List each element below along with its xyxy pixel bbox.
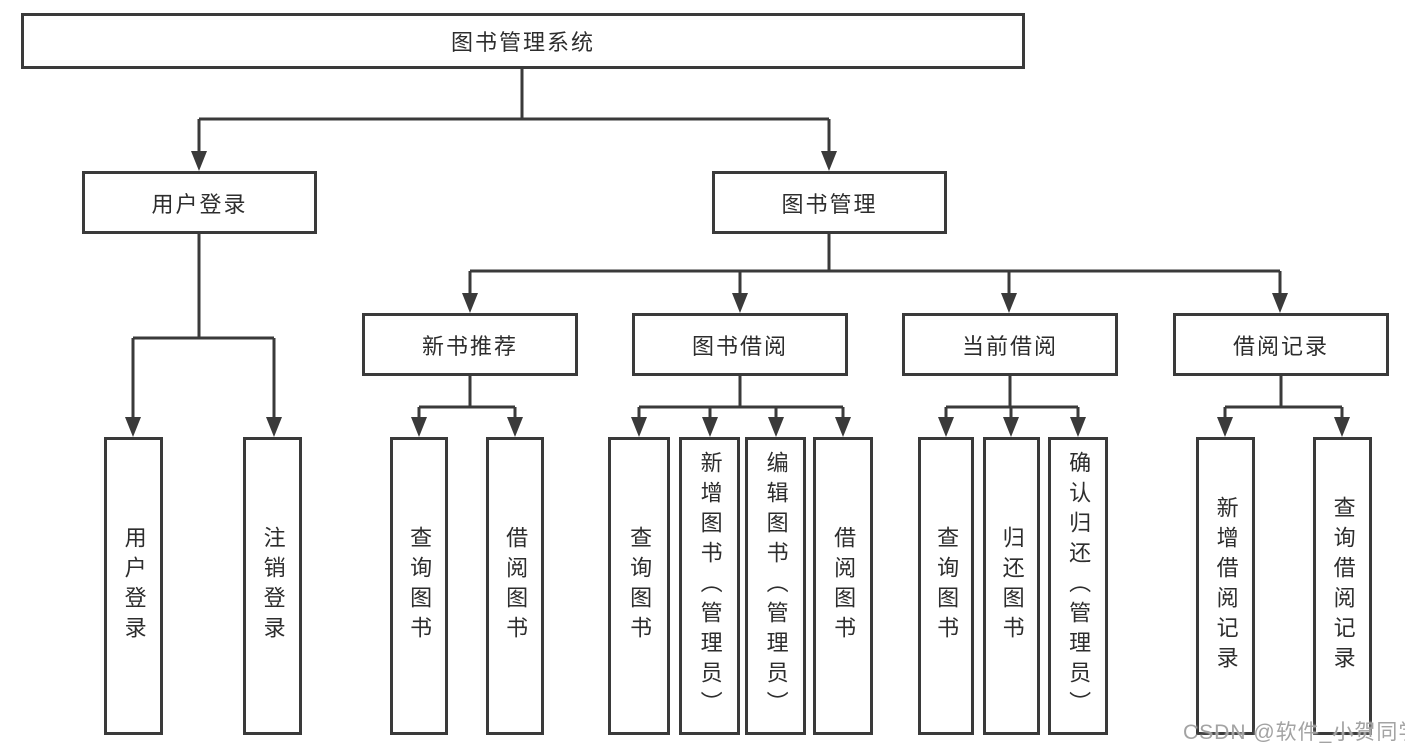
connector-current-borrow-to-leaves <box>938 376 1086 437</box>
leaf-logout-label: 注销登录 <box>260 526 286 646</box>
leaf-borrow-book: 借阅图书 <box>813 437 873 735</box>
node-new-book-recommend: 新书推荐 <box>362 313 578 376</box>
leaf-query-book-borrow: 查询图书 <box>608 437 670 735</box>
leaf-add-borrow-record-label: 新增借阅记录 <box>1213 496 1239 676</box>
connector-borrow-record-to-leaves <box>1217 376 1350 437</box>
node-book-management-label: 图书管理 <box>781 191 878 217</box>
leaf-query-borrow-record-label: 查询借阅记录 <box>1330 496 1356 676</box>
leaf-query-book-recommend: 查询图书 <box>390 437 448 735</box>
node-new-book-recommend-label: 新书推荐 <box>421 333 518 359</box>
connector-book-borrow-to-leaves <box>631 376 851 437</box>
leaf-query-book-current: 查询图书 <box>918 437 974 735</box>
leaf-user-login-label: 用户登录 <box>121 526 147 646</box>
node-book-management: 图书管理 <box>712 171 947 234</box>
leaf-query-borrow-record: 查询借阅记录 <box>1313 437 1372 735</box>
node-user-login-label: 用户登录 <box>151 191 248 217</box>
leaf-logout: 注销登录 <box>243 437 302 735</box>
connector-book-management-to-level3 <box>462 234 1288 313</box>
connector-user-login-to-leaves <box>125 234 282 437</box>
connector-root-to-level2 <box>191 69 837 171</box>
node-user-login: 用户登录 <box>82 171 317 234</box>
leaf-confirm-return-admin: 确认归还（管理员） <box>1048 437 1108 735</box>
leaf-borrow-book-label: 借阅图书 <box>831 526 857 646</box>
leaf-user-login: 用户登录 <box>104 437 163 735</box>
leaf-add-book-admin: 新增图书（管理员） <box>679 437 740 735</box>
node-book-borrow: 图书借阅 <box>632 313 848 376</box>
node-current-borrow-label: 当前借阅 <box>961 333 1058 359</box>
node-current-borrow: 当前借阅 <box>902 313 1118 376</box>
node-book-borrow-label: 图书借阅 <box>691 333 788 359</box>
connector-new-book-recommend-to-leaves <box>411 376 523 437</box>
leaf-borrow-book-recommend-label: 借阅图书 <box>503 526 529 646</box>
leaf-return-book-label: 归还图书 <box>999 526 1025 646</box>
leaf-return-book: 归还图书 <box>983 437 1040 735</box>
leaf-borrow-book-recommend: 借阅图书 <box>486 437 544 735</box>
leaf-query-book-borrow-label: 查询图书 <box>627 526 653 646</box>
node-borrow-record: 借阅记录 <box>1173 313 1389 376</box>
csdn-watermark: CSDN @软件_小贺同学 <box>1183 721 1405 744</box>
leaf-edit-book-admin: 编辑图书（管理员） <box>745 437 806 735</box>
leaf-add-book-admin-label: 新增图书（管理员） <box>697 451 723 721</box>
leaf-query-book-recommend-label: 查询图书 <box>407 526 433 646</box>
leaf-confirm-return-admin-label: 确认归还（管理员） <box>1066 451 1092 721</box>
node-borrow-record-label: 借阅记录 <box>1232 333 1329 359</box>
node-root: 图书管理系统 <box>21 13 1025 69</box>
leaf-add-borrow-record: 新增借阅记录 <box>1196 437 1255 735</box>
node-root-label: 图书管理系统 <box>450 30 595 55</box>
leaf-edit-book-admin-label: 编辑图书（管理员） <box>763 451 789 721</box>
leaf-query-book-current-label: 查询图书 <box>934 526 960 646</box>
